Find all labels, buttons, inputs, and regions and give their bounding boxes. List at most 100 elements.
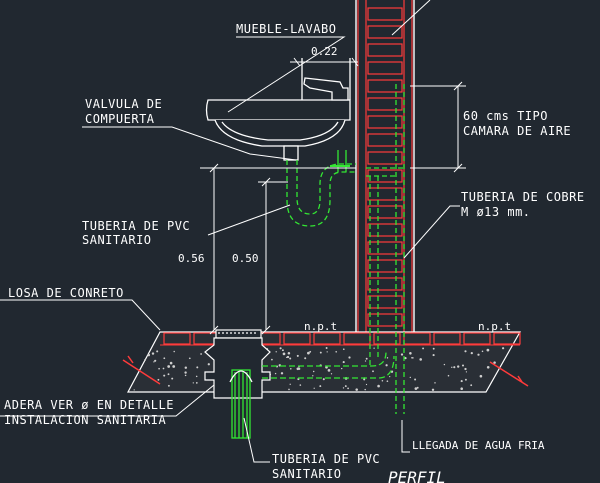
concrete-speck — [363, 378, 366, 381]
floor-slab — [122, 331, 529, 393]
label-pvc-top-1: TUBERIA DE PVC — [82, 219, 190, 233]
label-valvula-1: VALVULA DE — [85, 97, 162, 111]
concrete-speck — [319, 351, 322, 354]
concrete-speck — [196, 366, 199, 369]
concrete-speck — [400, 353, 404, 356]
label-llegada: LLEGADA DE AGUA FRIA — [412, 439, 545, 452]
concrete-speck — [157, 378, 160, 381]
concrete-speck — [414, 387, 418, 390]
concrete-speck — [289, 383, 291, 385]
label-npt-left: n.p.t — [304, 320, 337, 333]
concrete-speck — [486, 348, 490, 352]
concrete-speck — [195, 382, 198, 384]
concrete-speck — [290, 368, 292, 370]
concrete-speck — [477, 353, 480, 356]
floor-brick — [163, 332, 191, 345]
concrete-speck — [377, 384, 380, 388]
concrete-speck — [464, 350, 467, 353]
label-camara-2: CAMARA DE AIRE — [463, 124, 571, 138]
concrete-speck — [156, 350, 159, 353]
concrete-speck — [280, 372, 284, 375]
concrete-speck — [309, 350, 312, 353]
concrete-speck — [451, 366, 453, 368]
concrete-speck — [453, 366, 456, 369]
concrete-speck — [312, 370, 315, 373]
concrete-speck — [389, 375, 391, 378]
concrete-speck — [330, 373, 333, 375]
concrete-speck — [364, 388, 366, 391]
concrete-speck — [365, 383, 368, 386]
concrete-speck — [470, 384, 473, 387]
floor-brick — [433, 332, 461, 345]
concrete-speck — [151, 352, 155, 355]
concrete-speck — [347, 387, 349, 390]
label-pvc-bot-2: SANITARIO — [272, 467, 342, 481]
concrete-speck — [172, 365, 176, 368]
concrete-speck — [322, 378, 325, 381]
concrete-speck — [419, 358, 422, 361]
concrete-speck — [373, 347, 375, 349]
concrete-speck — [461, 364, 465, 367]
brick — [367, 43, 403, 57]
concrete-speck — [289, 357, 292, 360]
floor-brick — [313, 332, 341, 345]
concrete-speck — [409, 352, 412, 355]
concrete-speck — [502, 347, 505, 350]
concrete-speck — [404, 356, 407, 360]
concrete-speck — [385, 364, 388, 367]
concrete-speck — [348, 356, 351, 359]
drain-register — [204, 329, 271, 399]
concrete-speck — [207, 363, 210, 366]
label-mueble: MUEBLE-LAVABO — [236, 22, 336, 36]
floor-brick — [493, 332, 521, 345]
brick — [367, 205, 403, 219]
concrete-speck — [147, 353, 151, 357]
concrete-speck — [271, 358, 273, 361]
concrete-speck — [313, 387, 315, 389]
concrete-speck — [327, 369, 331, 372]
label-pvc-bot-1: TUBERIA DE PVC — [272, 452, 380, 466]
concrete-speck — [342, 387, 345, 389]
label-ver-2: INSTALACION SANITARIA — [4, 413, 166, 427]
concrete-speck — [447, 374, 450, 377]
brick — [367, 133, 403, 147]
concrete-speck — [342, 348, 345, 351]
concrete-speck — [325, 347, 328, 349]
concrete-speck — [326, 351, 328, 353]
concrete-speck — [481, 350, 484, 353]
floor-brick — [283, 332, 311, 345]
label-npt-right: n.p.t — [478, 320, 511, 333]
concrete-speck — [434, 382, 436, 384]
brick — [367, 61, 403, 75]
concrete-speck — [470, 351, 473, 355]
label-dim-056: 0.56 — [178, 252, 205, 265]
concrete-speck — [298, 367, 301, 370]
concrete-speck — [465, 371, 468, 373]
label-cobre-2: M ø13 mm. — [461, 205, 531, 219]
concrete-speck — [432, 354, 435, 357]
concrete-speck — [344, 385, 347, 388]
concrete-speck — [414, 378, 417, 381]
brick — [367, 79, 403, 93]
concrete-speck — [286, 355, 290, 359]
concrete-speck — [411, 356, 413, 359]
brick-wall — [357, 0, 413, 340]
concrete-speck — [460, 380, 463, 383]
concrete-speck — [372, 370, 374, 373]
dimension-lines — [200, 57, 466, 335]
concrete-speck — [381, 380, 384, 382]
concrete-speck — [154, 359, 157, 362]
concrete-speck — [486, 365, 490, 369]
concrete-speck — [200, 353, 202, 355]
concrete-speck — [184, 366, 188, 369]
concrete-speck — [171, 377, 174, 380]
concrete-speck — [432, 347, 435, 350]
concrete-speck — [195, 375, 198, 378]
concrete-speck — [464, 367, 467, 371]
concrete-speck — [460, 387, 463, 390]
leader-lines — [0, 0, 520, 463]
concrete-speck — [163, 357, 166, 360]
brick — [367, 187, 403, 201]
concrete-speck — [443, 363, 446, 366]
